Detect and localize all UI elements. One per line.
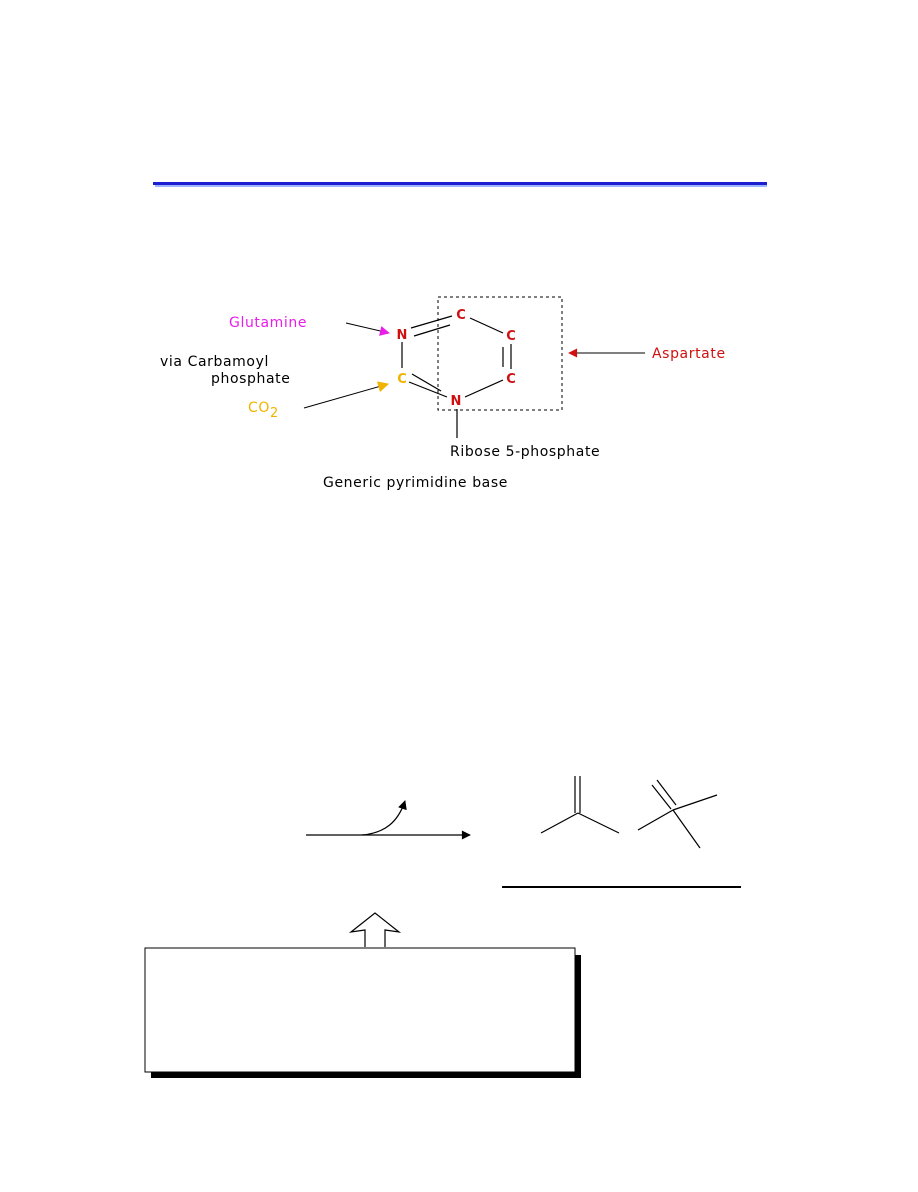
header-rule	[153, 182, 767, 187]
diagram-caption: Generic pyrimidine base	[323, 475, 508, 491]
atom-n1: N	[397, 328, 408, 343]
pyrimidine-ring-bonds	[401, 315, 512, 438]
atom-c6: C	[456, 308, 466, 323]
skeletal-fragment-2	[637, 779, 718, 849]
atom-c5: C	[506, 329, 516, 344]
hollow-up-arrow	[348, 912, 402, 947]
atom-n3: N	[451, 394, 462, 409]
atom-c4: C	[506, 372, 516, 387]
pyrimidine-diagram: N C C C N C Glutamine via Carbamoyl phos…	[160, 296, 726, 491]
glutamine-arrow	[345, 322, 390, 336]
aspartate-region-box	[437, 296, 563, 411]
co2-arrow	[303, 381, 390, 409]
carbamoyl-label-line1: via Carbamoyl	[160, 354, 269, 370]
curved-side-arrow	[361, 800, 407, 836]
atom-c2: C	[397, 372, 407, 387]
glutamine-label: Glutamine	[229, 315, 307, 331]
box-body	[144, 947, 576, 1073]
ribose-label: Ribose 5-phosphate	[450, 444, 600, 460]
skeletal-fragment-1	[540, 776, 620, 834]
co2-label: CO2	[248, 400, 279, 421]
empty-answer-box	[144, 947, 581, 1078]
reaction-sketch	[306, 776, 741, 947]
aspartate-label: Aspartate	[652, 346, 726, 362]
carbamoyl-label-line2: phosphate	[211, 371, 290, 387]
